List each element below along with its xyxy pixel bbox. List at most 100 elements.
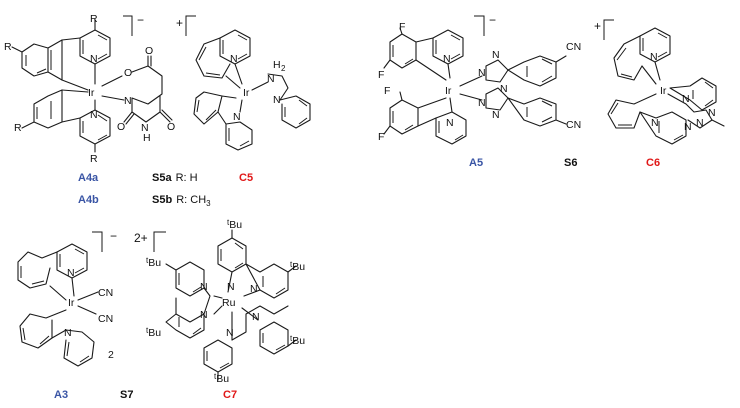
atom-R: R: [90, 13, 98, 25]
atom-N: N: [90, 109, 98, 121]
charge-C7: 2+: [134, 231, 148, 245]
atom-O: O: [124, 67, 132, 79]
label-S5a-name: S5a: [152, 172, 172, 184]
complex-A5-structure: [383, 27, 567, 145]
atom-N: N: [708, 107, 716, 119]
atom-N: N: [90, 53, 98, 65]
atom-tBu: tBu: [214, 372, 229, 385]
atom-N: N: [682, 93, 690, 105]
tBu-group: Bu: [229, 219, 242, 231]
tBu-prefix: t: [290, 334, 293, 343]
atom-N: N: [446, 117, 454, 129]
charge-C6: +: [594, 19, 601, 33]
label-C5: C5: [239, 172, 253, 184]
atom-N: N: [250, 283, 258, 295]
atom-N: N: [200, 309, 208, 321]
complex-C7-structure: [165, 229, 297, 381]
atom-N: N: [651, 117, 659, 129]
label-S5b-subscript: 3: [206, 199, 211, 208]
atom-N: N: [696, 117, 704, 129]
charge-A5: −: [489, 13, 496, 27]
charge-A3: −: [110, 229, 117, 243]
stoichiometry-2: 2: [108, 349, 114, 361]
atom-N: N: [141, 122, 149, 134]
tBu-prefix: t: [146, 326, 149, 335]
atom-tBu: tBu: [227, 218, 242, 231]
atom-N: N: [478, 67, 486, 79]
atom-N: N: [227, 281, 235, 293]
atom-tBu: tBu: [146, 326, 161, 339]
tBu-group: Bu: [292, 335, 305, 347]
label-S6: S6: [564, 157, 577, 169]
atom-F: F: [378, 131, 384, 143]
atom-tBu: tBu: [290, 260, 305, 273]
atom-O: O: [167, 121, 175, 133]
label-S5a-def: R: H: [176, 172, 198, 184]
complex-C5-structure: [193, 29, 311, 151]
atom-N: N: [226, 327, 234, 339]
label-S5b: S5b R: CH3: [152, 194, 211, 208]
atom-N: N: [443, 53, 451, 65]
label-A4a: A4a: [78, 172, 99, 184]
atom-N: N: [500, 83, 508, 95]
atom-tBu: tBu: [146, 256, 161, 269]
charge-C5: +: [176, 16, 183, 30]
complex-A3-structure: [17, 243, 99, 367]
label-C7: C7: [223, 389, 237, 401]
label-S7: S7: [120, 389, 133, 401]
atom-R: R: [14, 122, 22, 134]
atom-N: N: [492, 109, 500, 121]
atom-Ir: Ir: [660, 85, 667, 97]
atom-Ir: Ir: [243, 87, 250, 99]
atom-R: R: [4, 41, 12, 53]
label-S5b-name: S5b: [152, 194, 172, 206]
atom-N: N: [478, 97, 486, 109]
atom-Ir: Ir: [445, 85, 452, 97]
tBu-group: Bu: [292, 261, 305, 273]
atom-O: O: [117, 121, 125, 133]
atom-F: F: [399, 21, 405, 33]
atom-N: N: [273, 94, 281, 106]
atom-CN: CN: [98, 313, 113, 325]
atom-R: R: [90, 153, 98, 165]
atom-CN: CN: [566, 41, 581, 53]
atom-N: N: [492, 49, 500, 61]
tBu-prefix: t: [214, 372, 217, 381]
atom-N: N: [230, 53, 238, 65]
complex-A4-structure: [11, 19, 173, 153]
tBu-prefix: t: [227, 218, 230, 227]
tBu-prefix: t: [290, 260, 293, 269]
atom-N: N: [124, 95, 132, 107]
atom-N: N: [67, 267, 75, 279]
label-S5a: S5a R: H: [152, 172, 198, 184]
label-C6: C6: [646, 157, 660, 169]
atom-Ir: Ir: [68, 297, 75, 309]
label-A5: A5: [469, 157, 483, 169]
atom-N: N: [64, 327, 72, 339]
atom-tBu: tBu: [290, 334, 305, 347]
atom-Ru: Ru: [222, 297, 236, 309]
complex-C6-structure: [607, 27, 725, 145]
label-A3: A3: [54, 389, 68, 401]
atom-N: N: [684, 121, 692, 133]
label-A4b: A4b: [78, 194, 99, 206]
tBu-prefix: t: [146, 256, 149, 265]
atom-N: N: [650, 51, 658, 63]
atom-O: O: [145, 45, 153, 57]
atom-N: N: [233, 111, 241, 123]
tBu-group: Bu: [148, 327, 161, 339]
atom-H: H: [273, 59, 281, 71]
atom-H: H: [143, 132, 151, 144]
label-S5b-def: R: CH: [176, 194, 206, 206]
atom-F: F: [384, 85, 390, 97]
tBu-group: Bu: [148, 257, 161, 269]
atom-CN: CN: [98, 287, 113, 299]
tBu-group: Bu: [216, 373, 229, 385]
atom-CN: CN: [566, 119, 581, 131]
subscript-2: 2: [281, 64, 286, 73]
atom-N: N: [252, 311, 260, 323]
atom-N: N: [200, 281, 208, 293]
atom-F: F: [378, 69, 384, 81]
atom-N: N: [267, 73, 275, 85]
